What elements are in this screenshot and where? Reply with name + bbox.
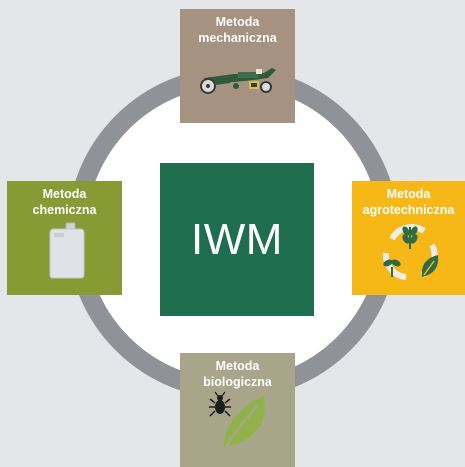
crop-rotation-icon: [382, 224, 439, 280]
method-agrotechnical-label: Metoda agrotechniczna: [362, 187, 455, 217]
iwm-center-box: IWM: [160, 163, 314, 316]
canister-icon: [49, 222, 85, 279]
method-chemical-box: Metoda chemiczna: [7, 181, 122, 295]
method-biological-box: Metoda biologiczna: [180, 353, 295, 467]
beetle-leaf-icon: [209, 391, 265, 449]
method-biological-label: Metoda biologiczna: [203, 359, 272, 389]
harrow-machine-icon: [200, 68, 276, 94]
method-agrotechnical-box: Metoda agrotechniczna: [352, 181, 465, 295]
iwm-label: IWM: [191, 214, 283, 264]
method-chemical-label: Metoda chemiczna: [32, 187, 97, 217]
method-mechanical-box: Metoda mechaniczna: [180, 9, 295, 123]
method-mechanical-label: Metoda mechaniczna: [198, 15, 277, 45]
